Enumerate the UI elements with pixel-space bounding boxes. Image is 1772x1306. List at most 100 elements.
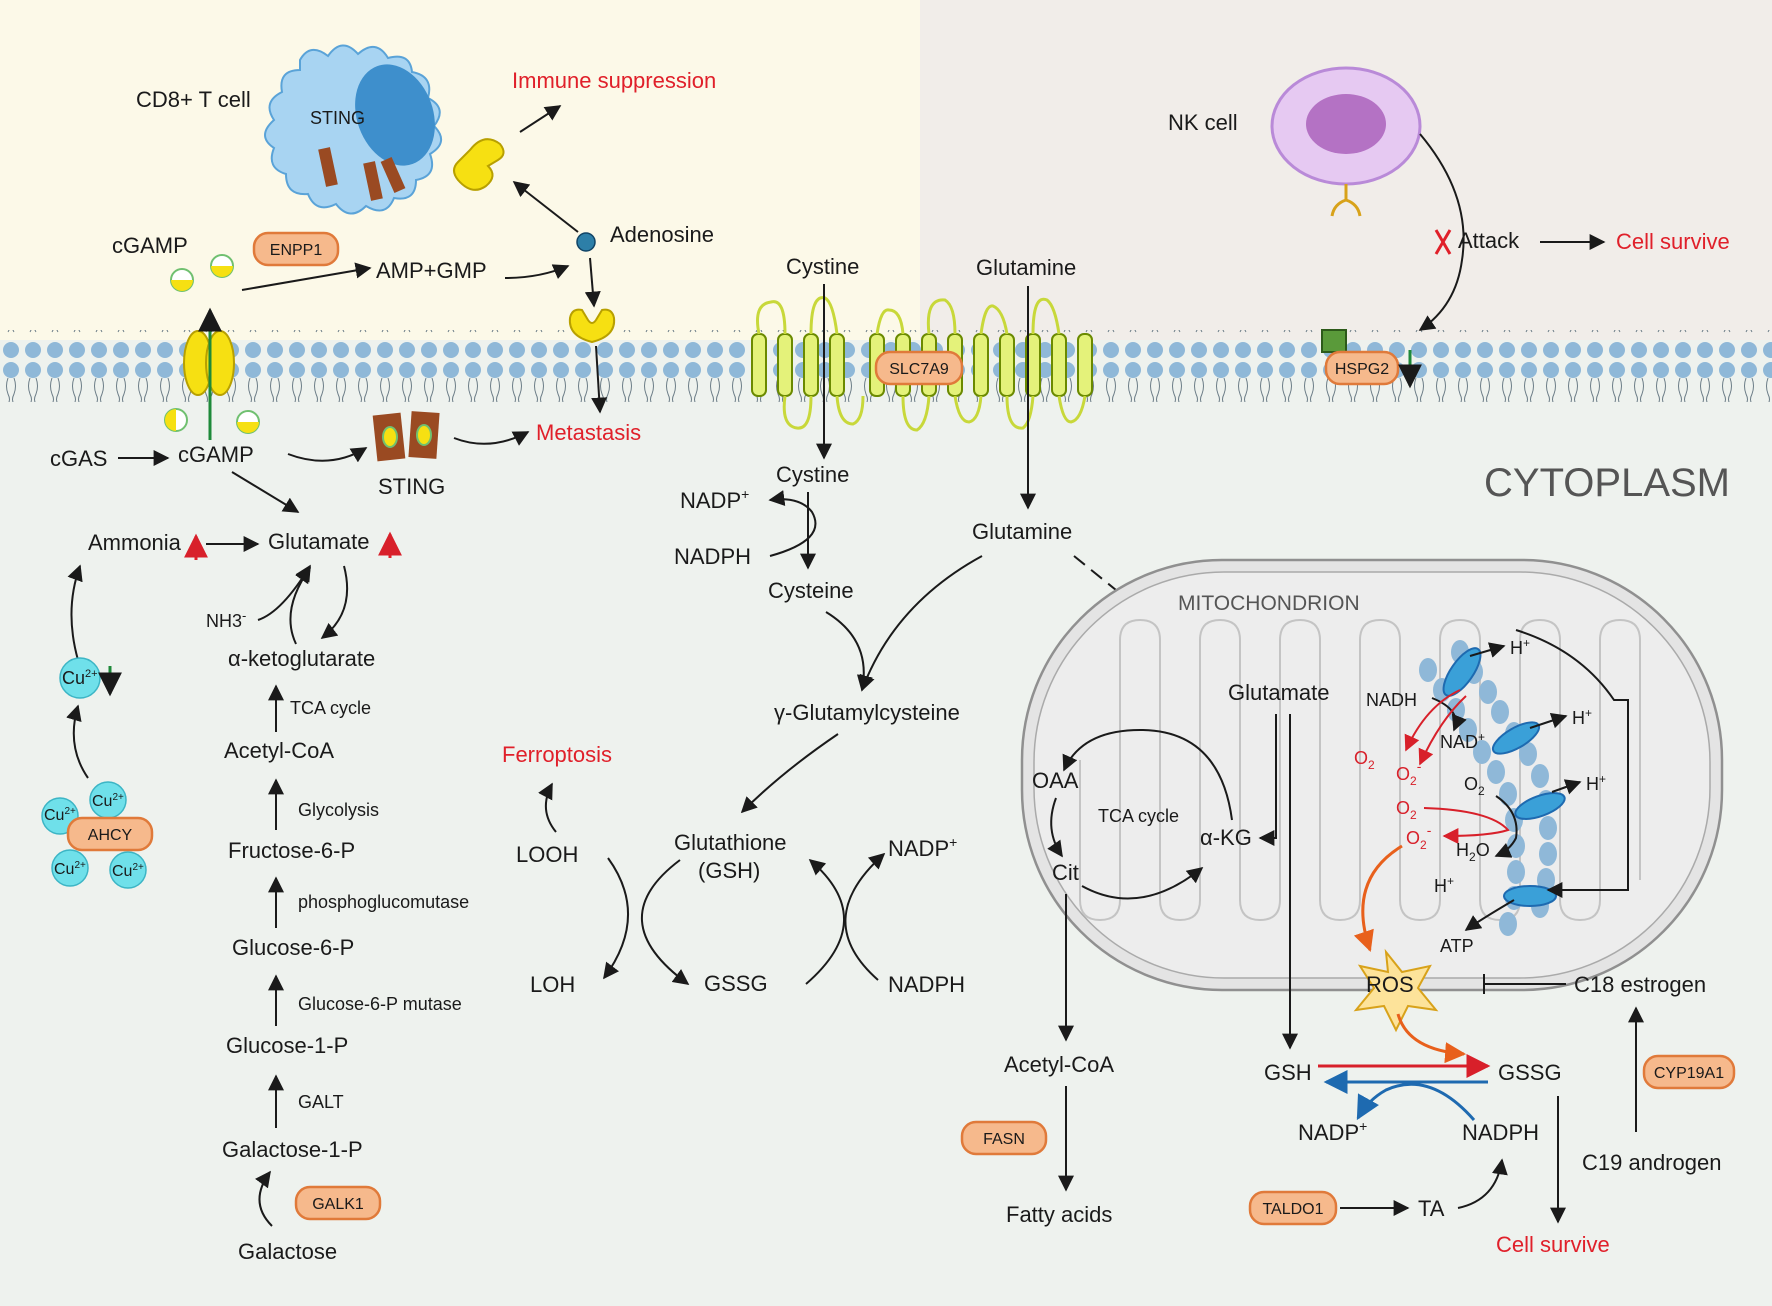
arrow-gsh-to-gssg xyxy=(641,859,690,985)
arrow-gssg-to-gsh xyxy=(805,858,845,985)
arrow-cgamp-to-ampgmp xyxy=(241,262,372,291)
ta-label: TA xyxy=(1418,1196,1445,1221)
tca-left-label: TCA cycle xyxy=(290,698,371,718)
electron-transport-membrane xyxy=(1419,640,1566,936)
glutamine-in-label: Glutamine xyxy=(972,519,1072,544)
glutamate-left-label: Glutamate xyxy=(268,529,370,554)
cytoplasm-label: CYTOPLASM xyxy=(1484,461,1730,505)
akg-mito-label: α-KG xyxy=(1200,825,1252,850)
cystine-in-label: Cystine xyxy=(776,462,849,487)
gsh-label-2: (GSH) xyxy=(698,858,760,883)
c19-label: C19 androgen xyxy=(1582,1150,1721,1175)
fasn-gene xyxy=(960,1120,1048,1156)
cysteine-label: Cysteine xyxy=(768,578,854,603)
glycolysis-label: Glycolysis xyxy=(298,800,379,820)
akg-label: α-ketoglutarate xyxy=(228,646,375,671)
adenosine-receptor-tcell xyxy=(453,138,505,191)
gal1p-label: Galactose-1-P xyxy=(222,1137,363,1162)
h2o-label: H2O xyxy=(1456,840,1490,864)
cgamp-extra-label: cGAMP xyxy=(112,233,188,258)
hplus-1-label: H+ xyxy=(1510,636,1530,658)
loh-label: LOH xyxy=(530,972,575,997)
adenosine-label: Adenosine xyxy=(610,222,714,247)
acetylcoa-label: Acetyl-CoA xyxy=(224,738,334,763)
looh-label: LOOH xyxy=(516,842,578,867)
nad-label: NAD+ xyxy=(1440,730,1485,752)
mitochondrion xyxy=(1020,558,1724,992)
o2-2-label: O2 xyxy=(1396,798,1417,822)
mito-glutamate-label: Glutamate xyxy=(1228,680,1330,705)
arrow-adenosine-to-tcell xyxy=(512,181,579,233)
cu-label-4: Cu2+ xyxy=(112,862,144,880)
galk1-gene xyxy=(294,1185,382,1221)
arrow-adenosine-to-receptor xyxy=(584,257,601,308)
sting-label: STING xyxy=(378,474,445,499)
pgm-label: phosphoglucomutase xyxy=(298,892,469,912)
arrow-ta-to-nadph xyxy=(1457,1158,1508,1209)
ros-label: ROS xyxy=(1366,972,1414,997)
cystine-out-label: Cystine xyxy=(786,254,859,279)
nh3-label: NH3- xyxy=(206,608,246,631)
proton-return-arrow xyxy=(1515,629,1629,898)
arrow-h-to-atp xyxy=(1464,899,1515,931)
oaa-label: OAA xyxy=(1032,768,1079,793)
galt-label: GALT xyxy=(298,1092,344,1112)
cgas-label: cGAS xyxy=(50,446,107,471)
cell-survive-top-label: Cell survive xyxy=(1616,229,1730,254)
hspg2-label: HSPG2 xyxy=(1335,361,1389,378)
arrow-ros-to-gssg xyxy=(1396,1013,1467,1064)
cgamp-label: cGAMP xyxy=(178,442,254,467)
ahcy-gene xyxy=(66,816,154,852)
nk-cell-label: NK cell xyxy=(1168,110,1238,135)
gsh-label-1: Glutathione xyxy=(674,830,787,855)
arrow-ahcy-to-cu xyxy=(66,704,89,779)
arrow-complex1-h xyxy=(1469,642,1506,658)
arrow-cgamp-to-sting xyxy=(287,447,368,463)
tca-arc-bottom xyxy=(1081,866,1204,900)
arrow-receptor-to-metastasis xyxy=(591,345,608,414)
o2-minus-2-label: O2- xyxy=(1406,822,1432,852)
attack-label: Attack xyxy=(1458,228,1520,253)
nadp2-label: NADP+ xyxy=(888,834,957,861)
slc7a9-gene xyxy=(874,350,964,386)
cu-ion-3 xyxy=(51,849,89,887)
arrow-red-o2-2 xyxy=(1418,695,1467,766)
fatty-acids-label: Fatty acids xyxy=(1006,1202,1112,1227)
tca-arc-left xyxy=(1047,797,1063,858)
nadph1-label: NADPH xyxy=(674,544,751,569)
arrow-nadph-to-nadp-blue xyxy=(1356,1082,1476,1121)
atp-label: ATP xyxy=(1440,936,1474,956)
c18-inhibit-line xyxy=(1483,974,1566,994)
enpp1-gene xyxy=(252,231,340,267)
nadph2-label: NADPH xyxy=(888,972,965,997)
ggc-label: γ-Glutamylcysteine xyxy=(774,700,960,725)
nadp1-label: NADP+ xyxy=(680,486,749,513)
adenosine-molecule xyxy=(576,232,596,252)
cu-label-3: Cu2+ xyxy=(54,860,86,878)
arrow-o2-to-h2o xyxy=(1494,795,1518,858)
cyp19a1-gene xyxy=(1642,1054,1736,1090)
arrow-superoxide-to-ros xyxy=(1353,844,1403,952)
arrow-glutamate-to-akg xyxy=(320,565,349,639)
gsh-right-label: GSH xyxy=(1264,1060,1312,1085)
cd8-t-cell xyxy=(264,44,442,215)
arrow-to-immune xyxy=(519,105,562,133)
arrow-mglu-to-akg xyxy=(1258,714,1277,846)
nk-cell xyxy=(1270,66,1422,217)
sting-dimer xyxy=(372,411,440,462)
taldo1-gene xyxy=(1248,1190,1338,1226)
ampgmp-label: AMP+GMP xyxy=(376,258,487,283)
o2-minus-1-label: O2- xyxy=(1396,758,1422,788)
tca-arc-top xyxy=(1062,728,1233,821)
o2-blk-label: O2 xyxy=(1464,774,1485,798)
arrow-nk-attack xyxy=(1418,133,1465,331)
arrow-ampgmp-to-adenosine xyxy=(504,264,570,280)
cgamp-molecules-intra xyxy=(164,408,260,434)
ros-star xyxy=(1353,948,1439,1033)
sting-top-label: STING xyxy=(310,108,365,128)
f6p-label: Fructose-6-P xyxy=(228,838,355,863)
arrow-complex3-h xyxy=(1529,712,1568,729)
arrow-akg-to-glutamate xyxy=(289,566,311,645)
glutamine-out-label: Glutamine xyxy=(976,255,1076,280)
